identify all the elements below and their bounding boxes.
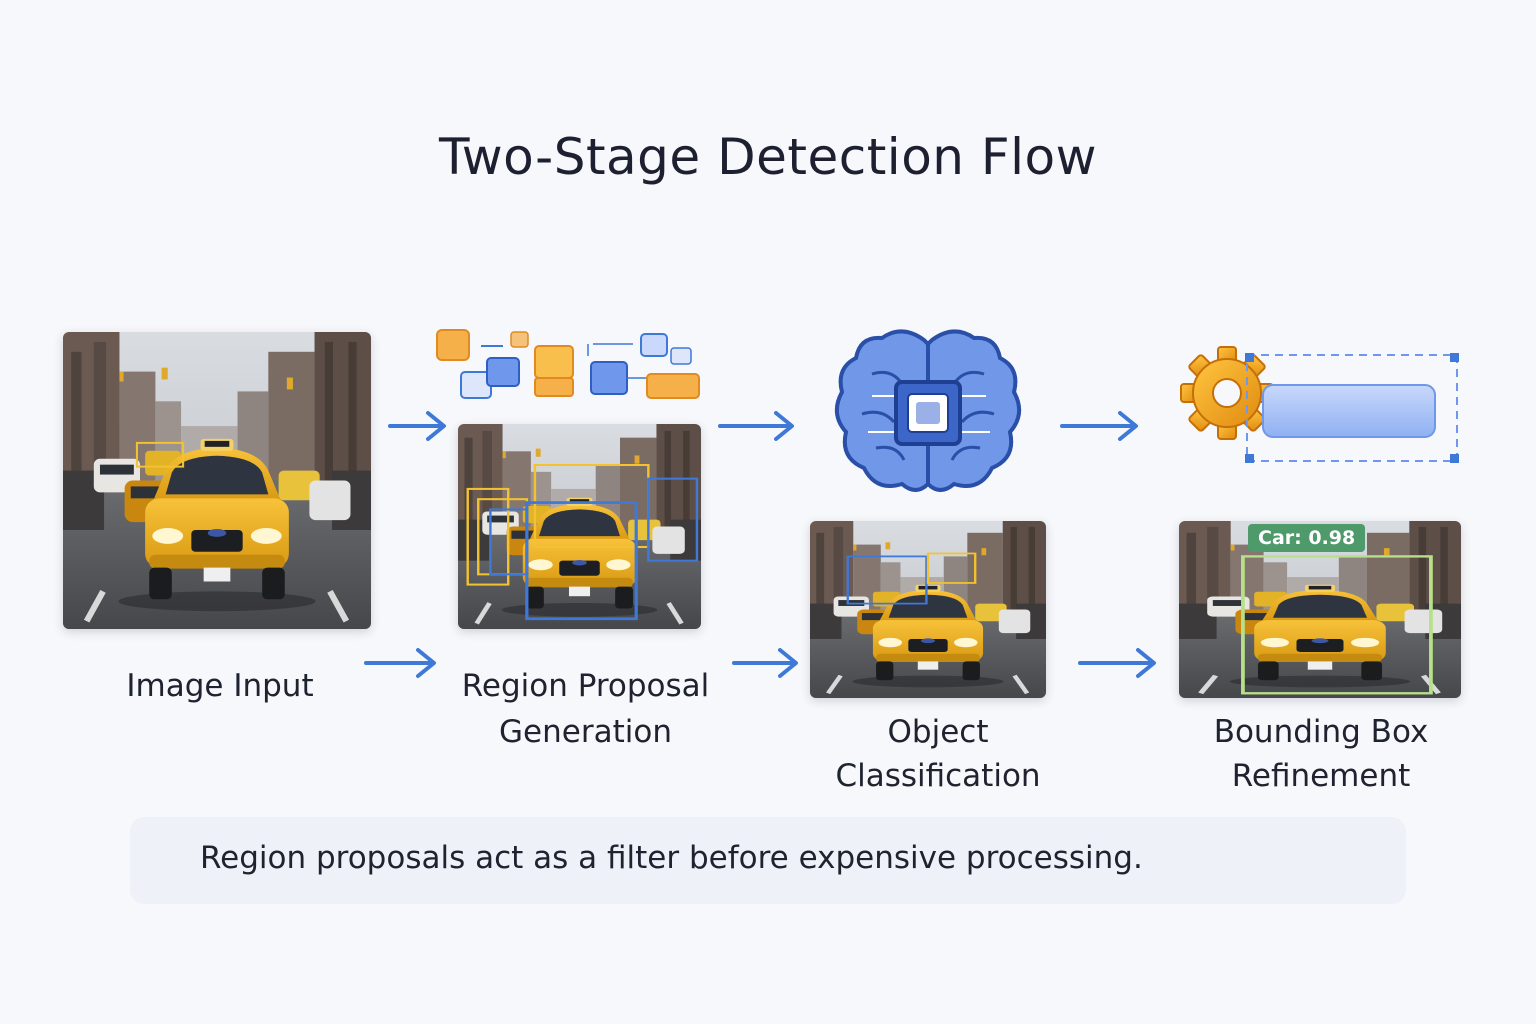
image-input-label: Image Input: [126, 668, 314, 704]
arrow-right-icon: [1078, 646, 1158, 680]
refined-box-icon: [1245, 353, 1459, 463]
arrow-right-icon: [732, 646, 800, 680]
arrow-right-icon: [718, 409, 796, 443]
region-proposal-photo: [458, 424, 701, 629]
proposal-boxes-icon: [433, 326, 705, 402]
arrow-right-icon: [388, 409, 448, 443]
note-box: [130, 817, 1406, 904]
bbox-refinement-label-line1: Bounding Box: [1213, 714, 1429, 750]
object-classification-photo: [810, 521, 1046, 698]
image-input-photo: [63, 332, 371, 629]
bbox-refinement-photo: [1179, 521, 1461, 698]
arrow-right-icon: [1060, 409, 1140, 443]
region-proposal-label-line2: Generation: [499, 714, 672, 750]
detection-confidence-badge: Car: 0.98: [1248, 524, 1366, 552]
note-text: Region proposals act as a filter before …: [200, 840, 1143, 876]
object-classification-label-line2: Classification: [835, 758, 1041, 794]
diagram-title: Two-Stage Detection Flow: [438, 128, 1098, 186]
bbox-refinement-label-line2: Refinement: [1231, 758, 1411, 794]
object-classification-label: Object Classification: [800, 710, 1076, 798]
region-proposal-label: Region Proposal Generation: [438, 664, 733, 754]
region-proposal-label-line1: Region Proposal: [461, 668, 710, 704]
brain-chip-icon: [832, 324, 1024, 496]
object-classification-label-line1: Object: [887, 714, 989, 750]
arrow-right-icon: [364, 646, 438, 680]
bbox-refinement-label: Bounding Box Refinement: [1180, 710, 1462, 798]
